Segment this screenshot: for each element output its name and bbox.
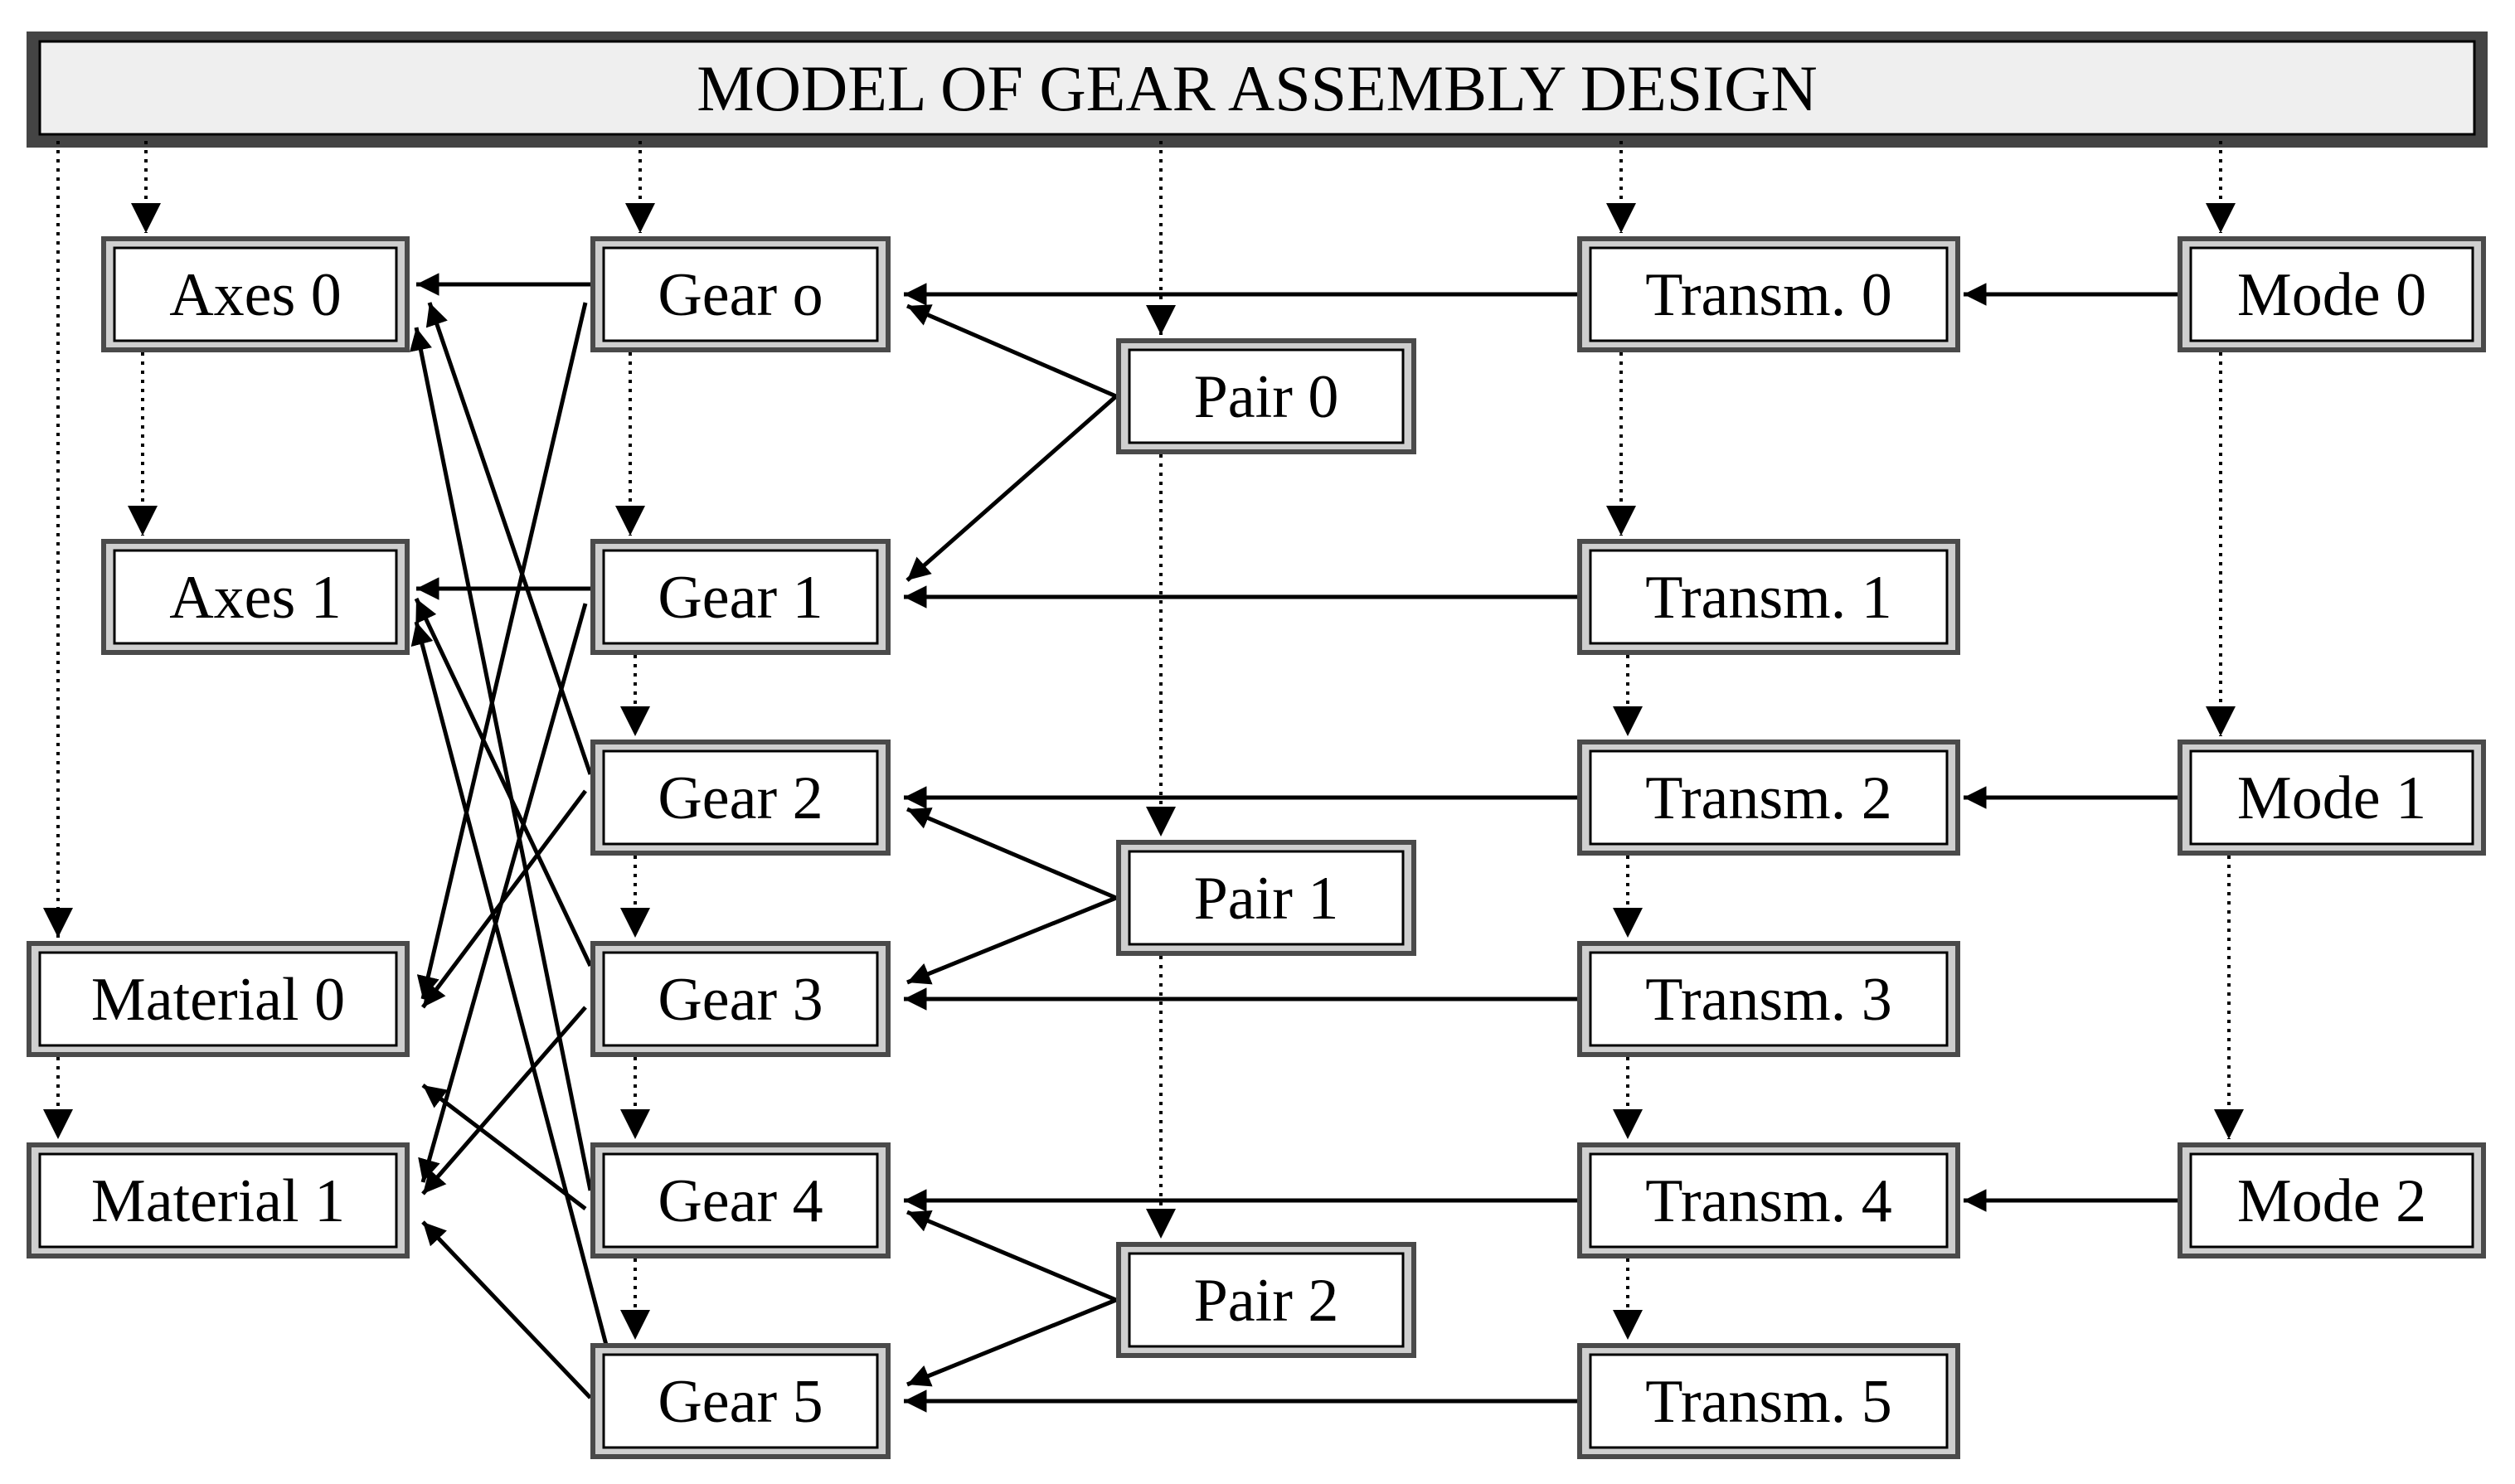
- arrow-gear-0-to-material-0: [416, 302, 588, 1000]
- material-1-box: Material 1: [27, 1142, 410, 1258]
- arrow-gear-5-to-axes-1: [410, 621, 609, 1349]
- arrow-pair-1-to-gear-2: [906, 807, 1117, 900]
- gear-1-label: Gear 1: [658, 564, 823, 632]
- gear-3-label: Gear 3: [658, 966, 823, 1034]
- arrow-pair-0-to-gear-0: [906, 303, 1117, 399]
- gear-0-label: Gear o: [658, 261, 823, 329]
- mode-0-box: Mode 0: [2178, 236, 2486, 352]
- transm-1-box: Transm. 1: [1577, 539, 1960, 655]
- hierarchy-connectors: [43, 141, 2244, 1340]
- entity-boxes: Axes 0 Axes 1 Material 0 Material 1 Gear o Ge…: [27, 236, 2486, 1459]
- gear-1-box: Gear 1: [590, 539, 891, 655]
- arrow-gear-2-to-axes-0: [425, 302, 593, 775]
- gear-0-box: Gear o: [590, 236, 891, 352]
- title-bar: MODEL OF GEAR ASSEMBLY DESIGN: [27, 32, 2488, 148]
- material-0-label: Material 0: [91, 966, 345, 1034]
- transm-1-label: Transm. 1: [1645, 564, 1891, 632]
- pair-0-label: Pair 0: [1194, 363, 1339, 431]
- arrow-pair-1-to-gear-3: [906, 895, 1117, 985]
- axes-0-box: Axes 0: [101, 236, 410, 352]
- transm-0-box: Transm. 0: [1577, 236, 1960, 352]
- transm-4-label: Transm. 4: [1645, 1167, 1891, 1235]
- gear-5-label: Gear 5: [658, 1368, 823, 1436]
- arrow-gear-5-to-material-1: [421, 1220, 592, 1399]
- mode-1-box: Mode 1: [2178, 740, 2486, 856]
- pair-2-box: Pair 2: [1116, 1242, 1416, 1358]
- gear-3-box: Gear 3: [590, 941, 891, 1057]
- arrow-gear-4-to-material-0: [421, 1084, 587, 1210]
- gear-5-box: Gear 5: [590, 1343, 891, 1459]
- gear-2-box: Gear 2: [590, 740, 891, 856]
- arrow-pair-2-to-gear-4: [906, 1210, 1117, 1302]
- mode-2-label: Mode 2: [2237, 1167, 2426, 1235]
- transm-0-label: Transm. 0: [1645, 261, 1891, 329]
- gear-2-label: Gear 2: [658, 764, 823, 832]
- diagram-title: MODEL OF GEAR ASSEMBLY DESIGN: [697, 52, 1818, 124]
- pair-1-label: Pair 1: [1194, 865, 1339, 933]
- gear-4-label: Gear 4: [658, 1167, 823, 1235]
- transm-5-box: Transm. 5: [1577, 1343, 1960, 1459]
- pair-1-box: Pair 1: [1116, 840, 1416, 956]
- mode-1-label: Mode 1: [2237, 764, 2426, 832]
- transm-3-label: Transm. 3: [1645, 966, 1891, 1034]
- arrow-gear-3-to-axes-1: [414, 597, 593, 968]
- mode-2-box: Mode 2: [2178, 1142, 2486, 1258]
- material-1-label: Material 1: [91, 1167, 345, 1235]
- transm-3-box: Transm. 3: [1577, 941, 1960, 1057]
- axes-1-box: Axes 1: [101, 539, 410, 655]
- arrow-gear-4-to-axes-0: [409, 327, 593, 1191]
- transm-5-label: Transm. 5: [1645, 1368, 1891, 1436]
- transm-2-box: Transm. 2: [1577, 740, 1960, 856]
- material-0-box: Material 0: [27, 941, 410, 1057]
- arrow-pair-2-to-gear-5: [906, 1297, 1117, 1387]
- arrow-pair-0-to-gear-1: [905, 395, 1118, 582]
- pair-2-label: Pair 2: [1194, 1267, 1339, 1335]
- reference-connectors: [409, 273, 2178, 1413]
- axes-0-label: Axes 0: [169, 261, 342, 329]
- axes-1-label: Axes 1: [169, 564, 342, 632]
- pair-0-box: Pair 0: [1116, 338, 1416, 454]
- gear-4-box: Gear 4: [590, 1142, 891, 1258]
- transm-4-box: Transm. 4: [1577, 1142, 1960, 1258]
- arrow-gear-2-to-material-0: [421, 789, 587, 1009]
- transm-2-label: Transm. 2: [1645, 764, 1891, 832]
- arrow-gear-1-to-material-1: [418, 603, 588, 1183]
- mode-0-label: Mode 0: [2237, 261, 2426, 329]
